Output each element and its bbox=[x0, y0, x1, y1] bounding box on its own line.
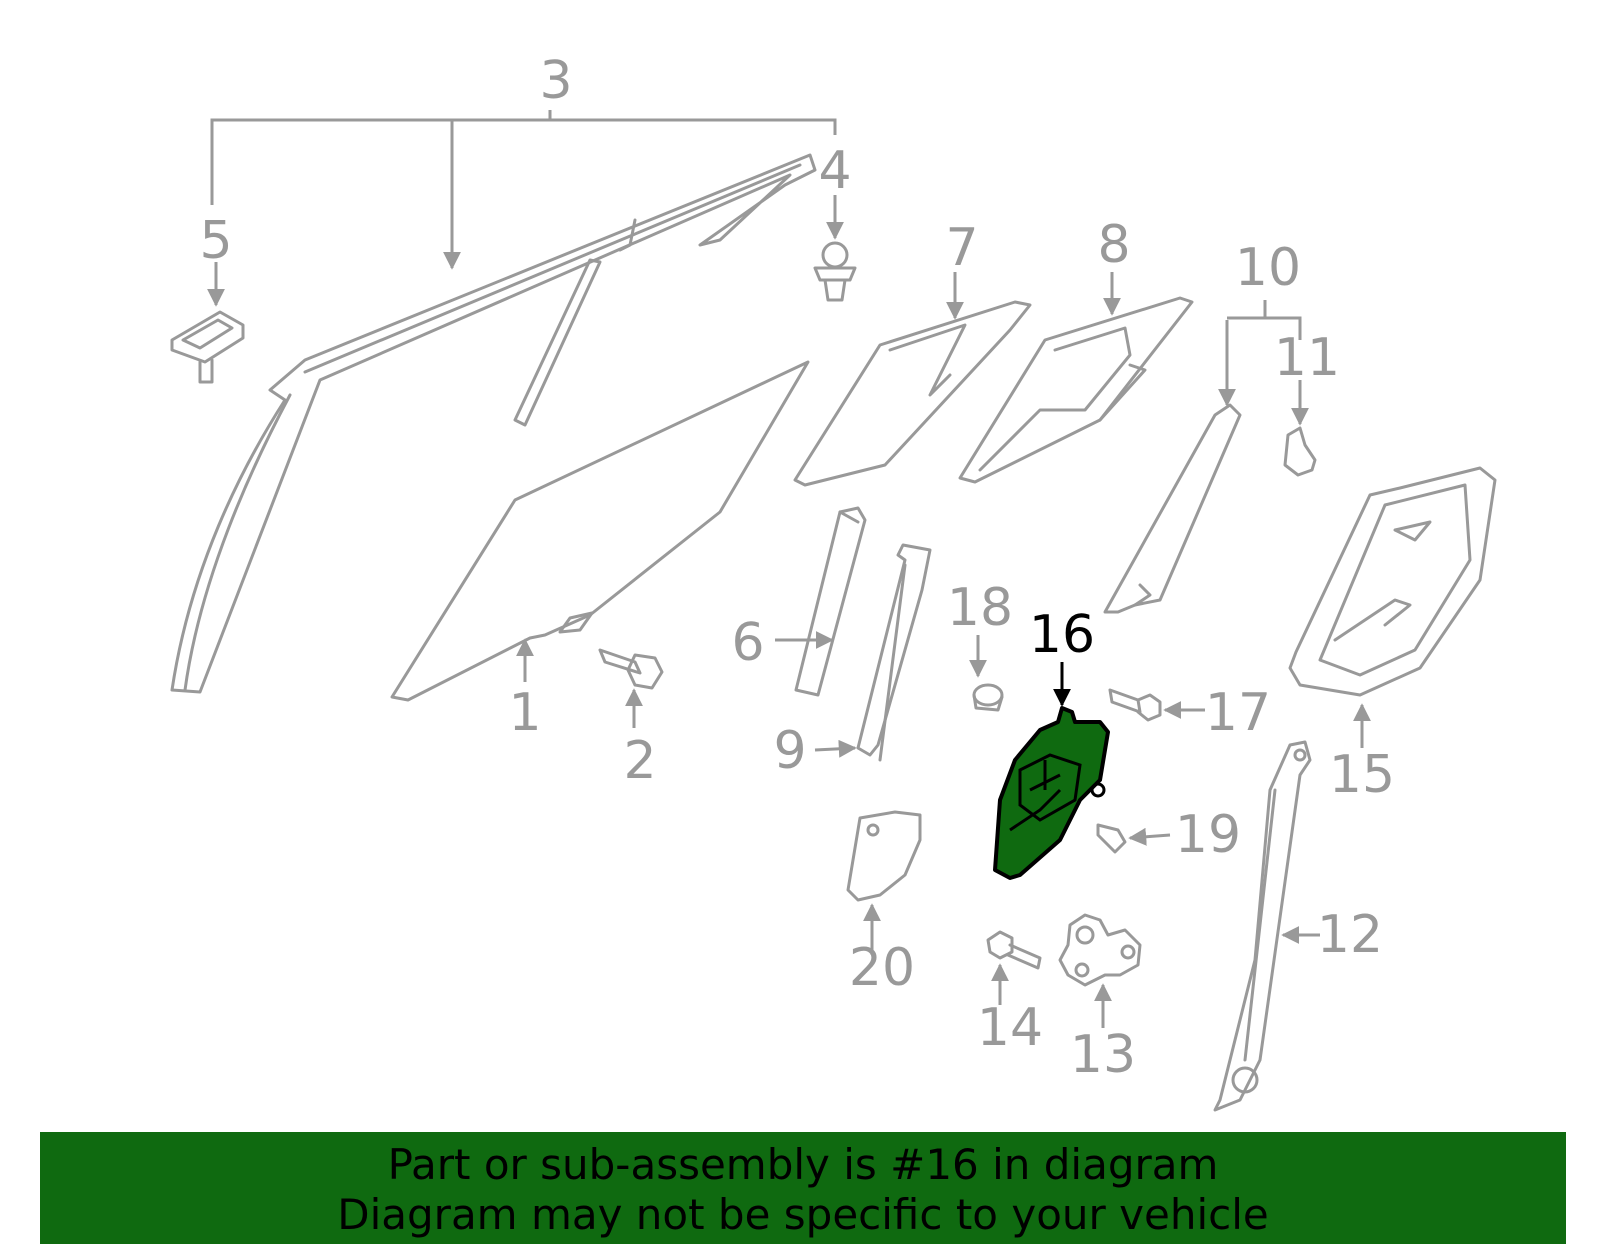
callout-10: 10 bbox=[1235, 238, 1301, 298]
channel-part-6 bbox=[775, 506, 867, 697]
regulator-motor-part-16 bbox=[993, 662, 1110, 880]
callout-8: 8 bbox=[1097, 215, 1130, 275]
callout-13: 13 bbox=[1070, 1025, 1136, 1085]
motor-part-13 bbox=[1058, 913, 1142, 1028]
callout-6: 6 bbox=[731, 613, 764, 673]
callout-11: 11 bbox=[1274, 328, 1340, 388]
push-clip-part-4 bbox=[813, 195, 857, 302]
callout-20: 20 bbox=[849, 938, 915, 998]
door-sash-frame-part-3 bbox=[170, 153, 817, 694]
callout-2: 2 bbox=[623, 731, 656, 791]
callout-4: 4 bbox=[818, 141, 851, 201]
banner-line-2: Diagram may not be specific to your vehi… bbox=[337, 1190, 1269, 1239]
clip-part-19 bbox=[1096, 823, 1171, 854]
callout-9: 9 bbox=[773, 721, 806, 781]
info-banner: Part or sub-assembly is #16 in diagram D… bbox=[40, 1132, 1566, 1244]
callout-14: 14 bbox=[977, 998, 1043, 1058]
guide-part-9 bbox=[814, 543, 932, 762]
callout-12: 12 bbox=[1317, 905, 1383, 965]
seal-part-20 bbox=[846, 810, 922, 955]
callout-17: 17 bbox=[1205, 683, 1271, 743]
door-glass-part-1 bbox=[390, 360, 810, 702]
callout-5: 5 bbox=[199, 211, 232, 271]
quarter-glass-part-7 bbox=[793, 272, 1032, 487]
callout-19: 19 bbox=[1175, 805, 1241, 865]
run-channel-part-10 bbox=[1103, 300, 1302, 614]
bolt-part-14 bbox=[986, 930, 1042, 1005]
callout-1: 1 bbox=[508, 683, 541, 743]
callout-7: 7 bbox=[945, 218, 978, 278]
bolt-part-2 bbox=[598, 648, 664, 728]
callout-3: 3 bbox=[539, 51, 572, 111]
quarter-glass-assy-part-8 bbox=[958, 272, 1194, 484]
callout-15: 15 bbox=[1329, 745, 1395, 805]
regulator-part-12 bbox=[1213, 740, 1320, 1112]
clip-part-5 bbox=[170, 262, 245, 384]
bolt-part-17 bbox=[1108, 688, 1205, 722]
grommet-part-18 bbox=[969, 635, 1004, 712]
callout-bracket-3 bbox=[210, 110, 837, 270]
callout-18: 18 bbox=[947, 578, 1013, 638]
banner-line-1: Part or sub-assembly is #16 in diagram bbox=[387, 1140, 1219, 1189]
panel-part-15 bbox=[1288, 466, 1497, 748]
callout-16: 16 bbox=[1029, 605, 1095, 665]
clip-part-11 bbox=[1283, 380, 1317, 477]
